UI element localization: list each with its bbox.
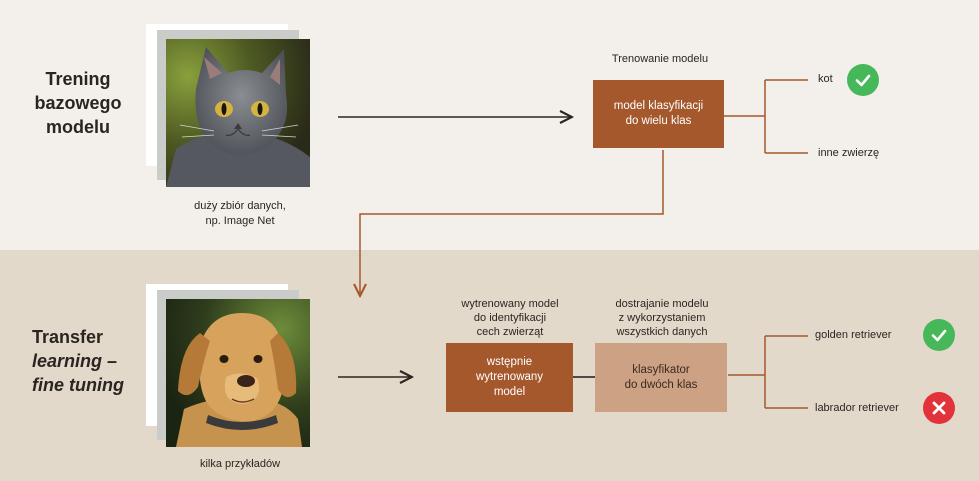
title-line: Transfer [32, 327, 104, 347]
training-stage-label: Trenowanie modelu [611, 53, 709, 65]
dog-photo [166, 299, 310, 447]
check-icon [923, 319, 955, 351]
label-line: cech zwierząt [476, 326, 544, 338]
title-line: modelu [45, 117, 110, 137]
caption-line: np. Image Net [205, 215, 275, 227]
title-line: fine tuning [32, 375, 124, 395]
outcome-labrador-retriever: labrador retriever [815, 402, 899, 414]
x-icon [923, 392, 955, 424]
box-line: model [493, 386, 526, 398]
caption-line: duży zbiór danych, [194, 200, 286, 212]
finetuning-label: dostrajanie modelu z wykorzystaniem wszy… [592, 297, 732, 339]
multiclass-model-box: model klasyfikacji do wielu klas [593, 80, 724, 148]
few-examples-caption: kilka przykładów [199, 458, 281, 470]
outcome-other-animal: inne zwierzę [818, 147, 880, 159]
arrow-transfer-down [360, 150, 664, 296]
box-line: do wielu klas [625, 115, 692, 127]
pretrained-model-label: wytrenowany model do identyfikacji cech … [440, 297, 580, 339]
dog-image-stack [146, 284, 316, 454]
label-line: dostrajanie modelu [615, 298, 709, 310]
title-line: learning – [32, 351, 118, 371]
title-line: Trening [45, 69, 111, 89]
label-line: do identyfikacji [473, 312, 547, 324]
cat-image-stack [146, 24, 316, 194]
check-icon [847, 64, 879, 96]
box-line: wstępnie [486, 356, 533, 368]
label-line: z wykorzystaniem [618, 312, 706, 324]
label-line: wytrenowany model [461, 298, 559, 310]
branch-top-outcomes [724, 79, 808, 154]
box-line: klasyfikator [632, 363, 690, 376]
outcome-cat: kot [818, 73, 833, 85]
branch-bottom-outcomes [728, 335, 808, 409]
outcome-golden-retriever: golden retriever [815, 329, 892, 341]
transfer-learning-title: Transfer learning – fine tuning [18, 325, 143, 397]
cat-photo [166, 39, 310, 187]
pretrained-model-box: wstępnie wytrenowany model [446, 343, 573, 412]
base-training-title: Trening bazowego modelu [18, 67, 138, 139]
title-line: bazowego [34, 93, 122, 113]
two-class-classifier-box: klasyfikator do dwóch klas [595, 343, 727, 412]
box-line: model klasyfikacji [613, 100, 704, 112]
label-line: wszystkich danych [616, 326, 708, 338]
box-line: do dwóch klas [624, 378, 698, 391]
box-line: wytrenowany [475, 371, 544, 383]
dataset-caption: duży zbiór danych, np. Image Net [170, 199, 310, 229]
